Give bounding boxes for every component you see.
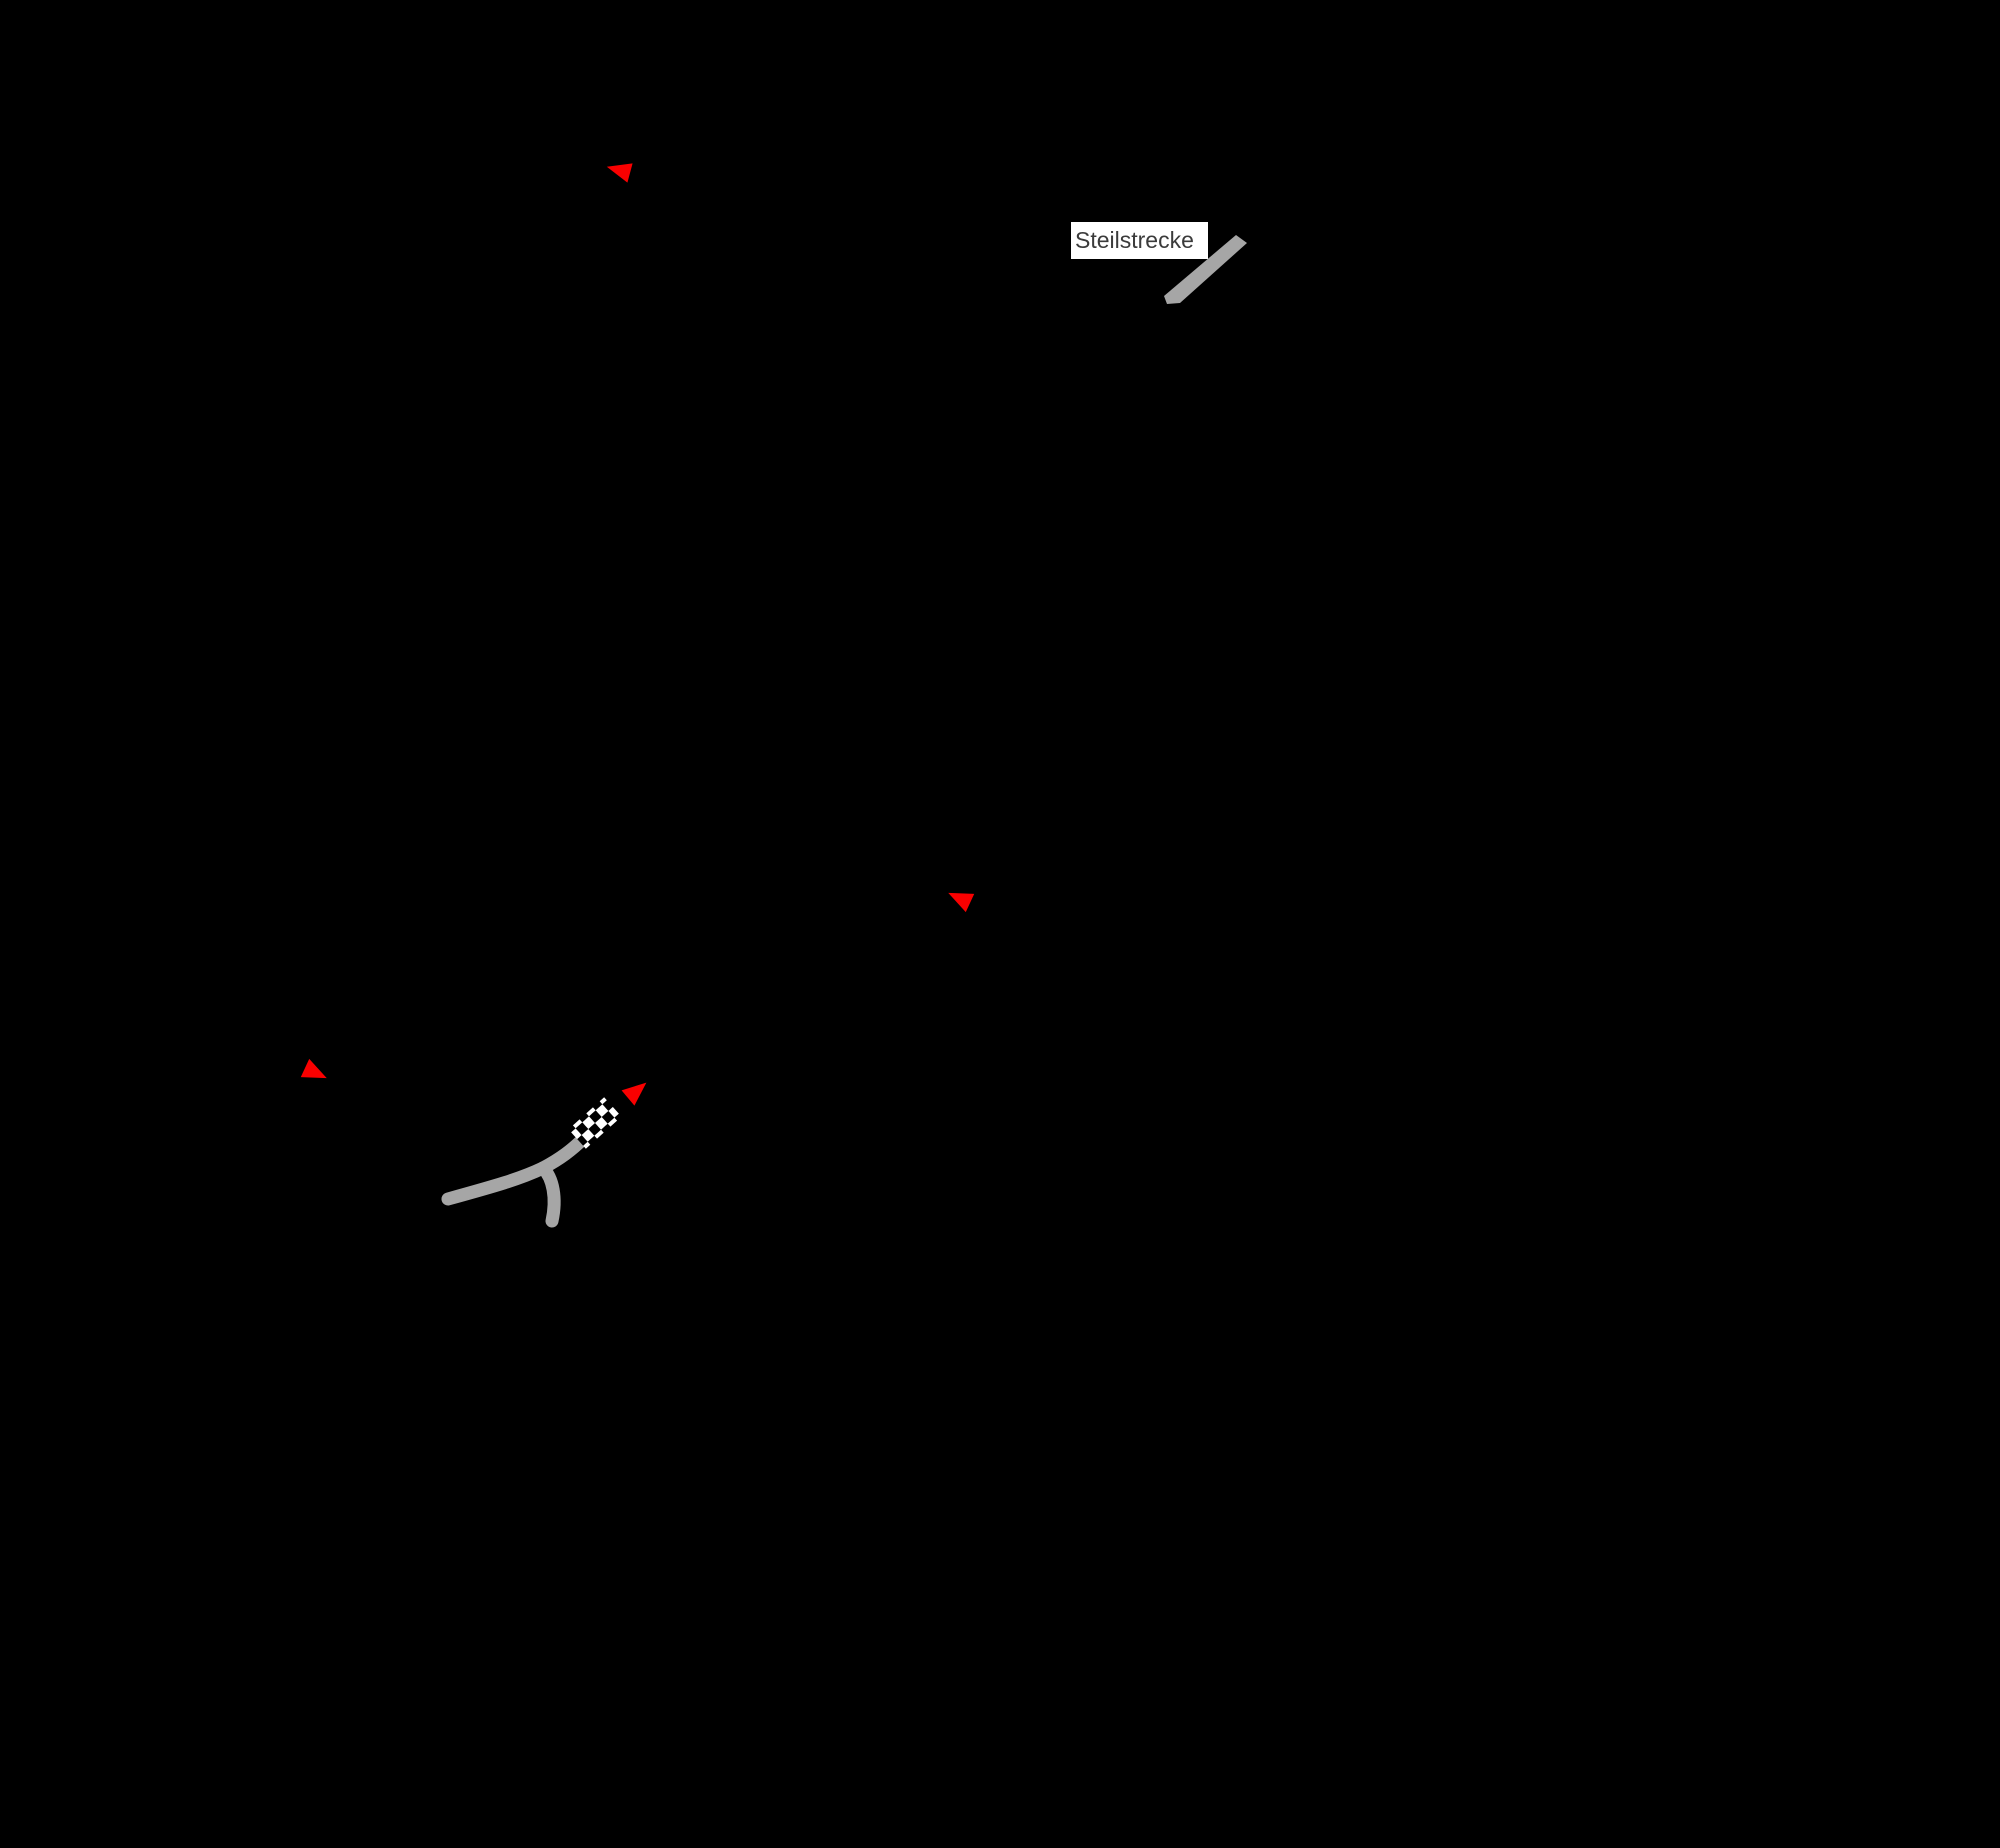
direction-arrow-icon — [606, 163, 633, 183]
direction-arrow-icon — [948, 892, 975, 913]
pit-road-segment-west — [441, 1161, 550, 1206]
start-finish-flag-icon — [568, 1097, 622, 1149]
steilstrecke-label: Steilstrecke — [1071, 222, 1208, 259]
direction-arrow-icon — [300, 1058, 327, 1079]
steilstrecke-road-segment — [1164, 235, 1247, 304]
pit-road-segment-south — [536, 1161, 561, 1228]
direction-arrow-icon — [621, 1082, 647, 1106]
